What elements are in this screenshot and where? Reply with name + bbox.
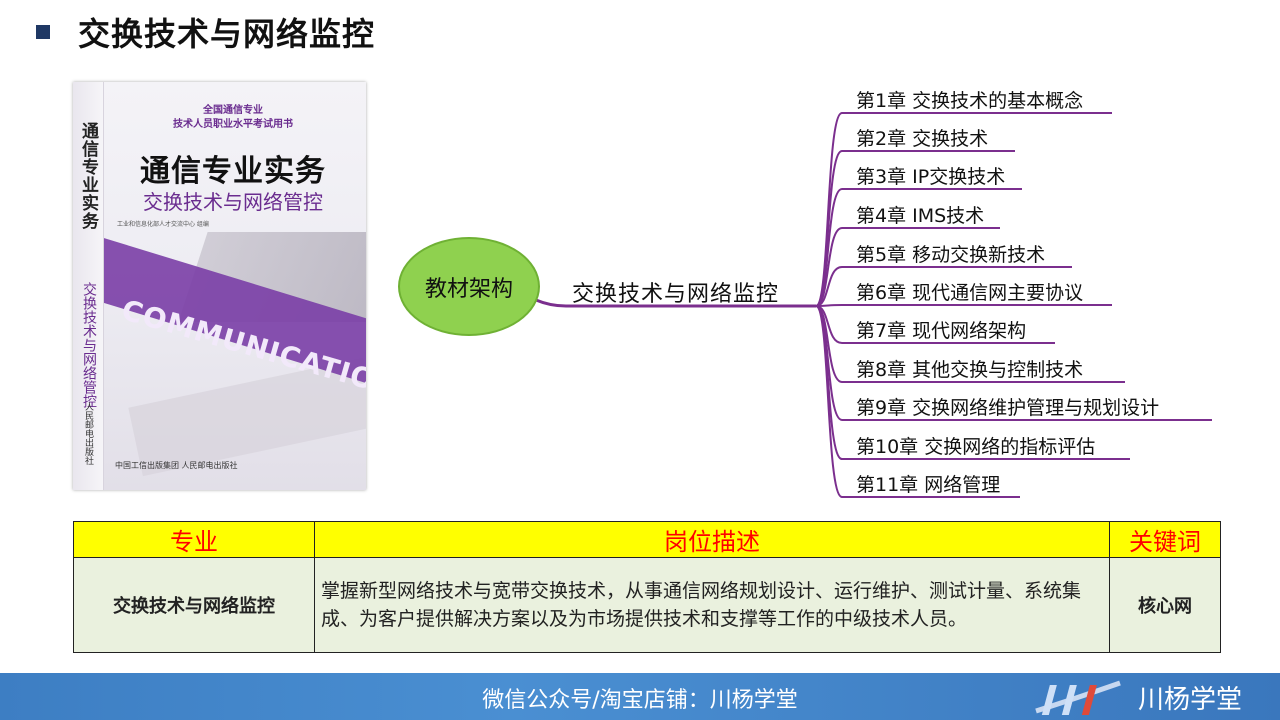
book-cover-image: 通信专业实务 交换技术与网络管控 人民邮电出版社 全国通信专业 技术人员职业水平… (73, 82, 366, 490)
logo-icon (1035, 680, 1121, 715)
logo-text: 川杨学堂 (1138, 685, 1243, 715)
cell-keyword: 核心网 (1109, 557, 1221, 653)
connector-line (815, 304, 1112, 307)
connector-line (815, 305, 1020, 498)
chapter-item: 第8章 其他交换与控制技术 (856, 359, 1084, 381)
mindmap-root-node: 教材架构 (398, 237, 540, 336)
mindmap-central-topic: 交换技术与网络监控 (572, 282, 780, 307)
table-row: 交换技术与网络监控 掌握新型网络技术与宽带交换技术，从事通信网络规划设计、运行维… (73, 557, 1221, 653)
chapter-item: 第9章 交换网络维护管理与规划设计 (856, 397, 1160, 419)
book-publisher: 中国工信出版集团 人民邮电出版社 (115, 461, 238, 470)
cell-major: 交换技术与网络监控 (73, 557, 315, 653)
footer-bar: 微信公众号/淘宝店铺：川杨学堂 川杨学堂 (0, 673, 1280, 720)
connector-line (535, 298, 816, 308)
book-subtitle: 交换技术与网络管控 (143, 190, 323, 214)
chapter-item: 第3章 IP交换技术 (856, 166, 1006, 188)
chapter-item: 第11章 网络管理 (856, 474, 1001, 496)
chapter-item: 第2章 交换技术 (856, 128, 989, 150)
book-spine-publisher: 人民邮电出版社 (83, 402, 93, 465)
book-series: 全国通信专业 技术人员职业水平考试用书 (173, 105, 293, 130)
book-authors: 工业和信息化部人才交流中心 组编 (117, 221, 209, 228)
book-spine-subtitle: 交换技术与网络管控 (81, 282, 97, 408)
slide-title-row: 交换技术与网络监控 (36, 10, 375, 54)
job-table: 专业 岗位描述 关键词 交换技术与网络监控 掌握新型网络技术与宽带交换技术，从事… (73, 521, 1221, 653)
book-spine-title: 通信专业实务 (78, 122, 98, 230)
header-keyword: 关键词 (1109, 521, 1221, 558)
chapter-item: 第5章 移动交换新技术 (856, 244, 1046, 266)
header-description: 岗位描述 (314, 521, 1110, 558)
table-header-row: 专业 岗位描述 关键词 (73, 521, 1221, 558)
connector-line (815, 266, 1072, 307)
chapter-item: 第1章 交换技术的基本概念 (856, 90, 1084, 112)
chapter-item: 第6章 现代通信网主要协议 (856, 282, 1084, 304)
book-spine: 通信专业实务 交换技术与网络管控 人民邮电出版社 (73, 82, 104, 490)
header-major: 专业 (73, 521, 315, 558)
slide-title: 交换技术与网络监控 (78, 15, 376, 53)
cell-description: 掌握新型网络技术与宽带交换技术，从事通信网络规划设计、运行维护、测试计量、系统集… (314, 557, 1110, 653)
square-bullet-icon (36, 25, 50, 39)
chapter-item: 第7章 现代网络架构 (856, 320, 1027, 342)
chapter-item: 第10章 交换网络的指标评估 (856, 436, 1096, 458)
mindmap-root-label: 教材架构 (424, 276, 513, 302)
chapter-item: 第4章 IMS技术 (856, 205, 985, 227)
mindmap-connectors (535, 112, 1212, 498)
footer-text: 微信公众号/淘宝店铺：川杨学堂 (482, 688, 798, 713)
book-title: 通信专业实务 (140, 154, 326, 189)
connector-line (815, 227, 1000, 307)
